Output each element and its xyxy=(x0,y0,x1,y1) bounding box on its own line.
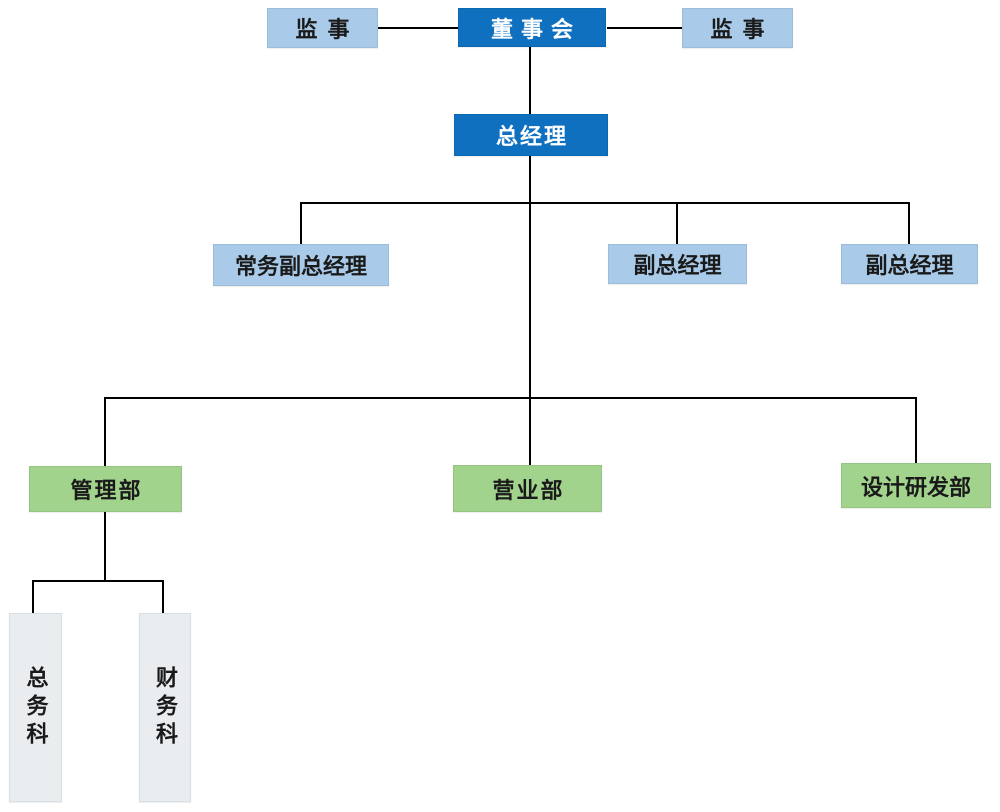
connector-board-to-gm xyxy=(529,47,531,115)
node-finance-section: 财务科 xyxy=(139,613,191,802)
node-sales-department: 营业部 xyxy=(453,465,602,512)
connector-deputy-branch xyxy=(300,202,910,204)
node-board-of-directors: 董事会 xyxy=(458,8,606,47)
node-admin-department: 管理部 xyxy=(29,466,182,512)
node-general-affairs-section: 总务科 xyxy=(9,613,62,802)
connector-admin-trunk xyxy=(104,512,106,582)
node-supervisor-right: 监事 xyxy=(682,8,793,48)
connector-drop-admin-dept xyxy=(104,397,106,467)
connector-drop-deputy-1 xyxy=(676,202,678,245)
connector-board-to-supervisor-right xyxy=(607,27,683,29)
connector-drop-finance xyxy=(162,580,164,614)
connector-section-branch xyxy=(32,580,164,582)
connector-department-branch xyxy=(104,397,917,399)
node-design-rd-department: 设计研发部 xyxy=(841,463,991,508)
connector-supervisor-left-to-board xyxy=(378,27,459,29)
connector-drop-deputy-2 xyxy=(908,202,910,245)
node-deputy-gm-2: 副总经理 xyxy=(841,244,978,284)
node-supervisor-left: 监事 xyxy=(267,8,378,48)
node-general-manager: 总经理 xyxy=(454,114,608,156)
node-executive-deputy-gm: 常务副总经理 xyxy=(213,244,389,286)
connector-drop-general-affairs xyxy=(32,580,34,614)
connector-drop-design-dept xyxy=(915,397,917,464)
node-deputy-gm-1: 副总经理 xyxy=(608,244,747,284)
connector-gm-trunk xyxy=(529,156,531,466)
connector-drop-exec-deputy xyxy=(300,202,302,245)
